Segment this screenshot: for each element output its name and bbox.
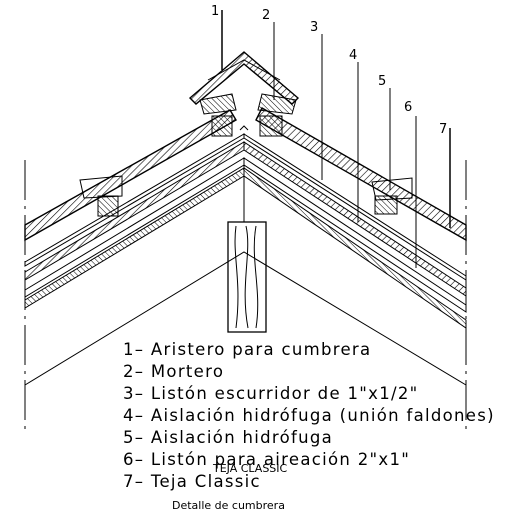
batten-layer-left xyxy=(24,157,245,298)
rafter-underside xyxy=(24,251,467,386)
batten-layer-right xyxy=(243,157,467,313)
ridge-apex-line xyxy=(239,125,249,131)
membrane-left xyxy=(24,133,245,267)
ridge-cap-inner xyxy=(207,59,281,81)
batten-ridge-right xyxy=(259,115,283,137)
tile-course-right xyxy=(255,107,467,242)
legend-item-5: 5– Aislación hidrófuga xyxy=(123,428,334,447)
batten-right xyxy=(374,195,398,215)
insulation-layer-right xyxy=(243,167,467,329)
reference-number-6: 6 xyxy=(404,100,413,115)
tile-course-left xyxy=(24,109,237,242)
tile-overlap-right xyxy=(371,177,413,201)
ridge-beam xyxy=(227,221,267,333)
figure-caption: Detalle de cumbrera xyxy=(172,499,285,512)
overlay-label: TEJA CLASSIC xyxy=(213,462,288,475)
legend-item-7: 7– Teja Classic xyxy=(123,472,261,491)
legend-item-6: 6– Listón para aireación 2"x1" xyxy=(123,450,411,469)
legend-item-1: 1– Aristero para cumbrera xyxy=(123,340,372,359)
legend-item-3: 3– Listón escurridor de 1"x1/2" xyxy=(123,384,419,403)
legend-item-4: 4– Aislación hidrófuga (unión faldones) xyxy=(123,406,495,425)
batten-ridge-left xyxy=(211,115,233,137)
batten-left xyxy=(97,195,119,217)
reference-number-4: 4 xyxy=(349,48,358,63)
wood-grain-3 xyxy=(253,225,259,329)
reference-number-1: 1 xyxy=(211,4,220,19)
membrane-right xyxy=(243,133,467,281)
deck-layer-right xyxy=(243,141,467,297)
reference-number-5: 5 xyxy=(378,74,387,89)
insulation-layer-left xyxy=(24,167,245,309)
wood-grain-2 xyxy=(244,225,249,329)
tile-overlap-left xyxy=(79,175,123,199)
mortar-right xyxy=(257,93,297,115)
reference-number-3: 3 xyxy=(310,20,319,35)
wood-grain-1 xyxy=(234,225,239,329)
reference-number-2: 2 xyxy=(262,8,271,23)
mortar-left xyxy=(199,93,237,115)
legend-item-2: 2– Mortero xyxy=(123,362,225,381)
reference-number-7: 7 xyxy=(439,122,448,137)
